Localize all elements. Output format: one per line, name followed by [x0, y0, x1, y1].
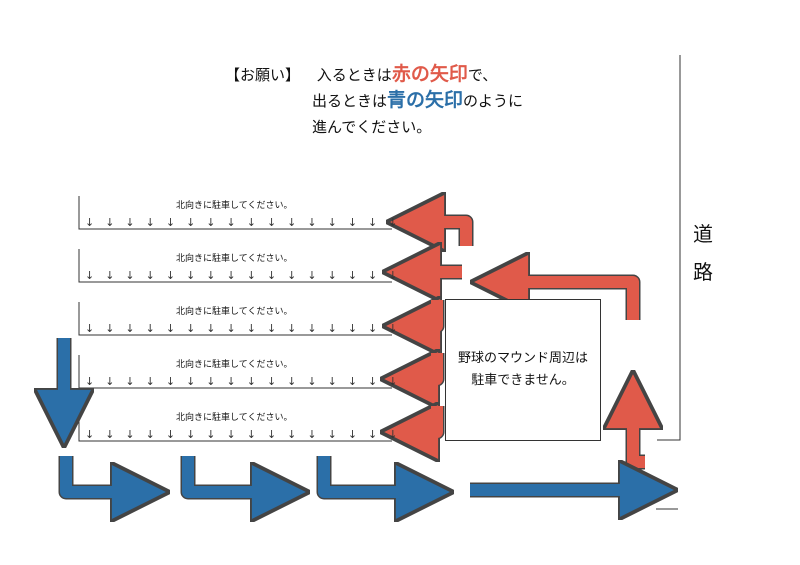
enter-arrow-row-4 — [410, 353, 445, 379]
mound-label-line-2: 駐車できません。 — [471, 373, 575, 388]
parking-row-4-caption: 北向きに駐車してください。 — [176, 360, 293, 370]
parking-row-1-arrows: ↓ ↓ ↓ ↓ ↓ ↓ ↓ ↓ ↓ ↓ ↓ ↓ ↓ ↓ ↓ ↓ — [85, 216, 398, 229]
parking-row-frame-2 — [78, 249, 392, 283]
instruction-line-1: 【お願い】 入るときは赤の矢印で、 — [225, 64, 497, 85]
instruction-prefix: 【お願い】 — [225, 66, 301, 84]
enter-arrow-turn-left-top — [500, 282, 641, 320]
parking-row-frame-1 — [78, 196, 392, 230]
road-edge-line — [657, 55, 681, 441]
road-label-char-1: 道 — [693, 222, 713, 246]
parking-row-5-arrows: ↓ ↓ ↓ ↓ ↓ ↓ ↓ ↓ ↓ ↓ ↓ ↓ ↓ ↓ ↓ ↓ — [85, 428, 398, 441]
exit-arrow-segment-3 — [316, 456, 424, 492]
instruction-enter-pre: 入るときは — [316, 66, 392, 84]
mound-no-parking-box: 野球のマウンド周辺は 駐車できません。 — [445, 299, 601, 441]
instruction-blue-arrow-text: 青の矢印 — [387, 89, 464, 111]
instruction-line-3: 進んでください。 — [312, 118, 432, 136]
instruction-exit-pre: 出るときは — [312, 92, 388, 110]
instruction-line-2: 出るときは青の矢印のように — [312, 90, 523, 111]
enter-arrow-row-3 — [412, 300, 445, 326]
exit-arrow-segment-2 — [180, 456, 280, 492]
parking-row-1-caption: 北向きに駐車してください。 — [176, 201, 293, 211]
parking-row-3-arrows: ↓ ↓ ↓ ↓ ↓ ↓ ↓ ↓ ↓ ↓ ↓ ↓ ↓ ↓ ↓ ↓ — [85, 322, 398, 335]
parking-row-2-arrows: ↓ ↓ ↓ ↓ ↓ ↓ ↓ ↓ ↓ ↓ ↓ ↓ ↓ ↓ ↓ ↓ — [85, 269, 398, 282]
exit-arrow-segment-1 — [58, 456, 140, 492]
enter-arrow-up-from-road — [633, 400, 645, 470]
enter-arrow-row-5 — [410, 406, 445, 432]
mound-label-line-1: 野球のマウンド周辺は — [457, 351, 588, 366]
parking-row-frames — [78, 196, 392, 442]
parking-row-2-caption: 北向きに駐車してください。 — [176, 254, 293, 264]
instruction-red-arrow-text: 赤の矢印 — [391, 63, 468, 85]
exit-arrows — [64, 338, 648, 492]
parking-row-5-caption: 北向きに駐車してください。 — [176, 413, 293, 423]
enter-arrow-row-1 — [416, 222, 474, 246]
road-label-char-2: 路 — [693, 260, 713, 284]
instruction-enter-post: で、 — [467, 66, 498, 84]
parking-row-frame-3 — [78, 302, 392, 336]
parking-row-4-arrows: ↓ ↓ ↓ ↓ ↓ ↓ ↓ ↓ ↓ ↓ ↓ ↓ ↓ ↓ ↓ ↓ — [85, 375, 398, 388]
instruction-exit-post: のように — [463, 92, 524, 110]
parking-row-3-caption: 北向きに駐車してください。 — [176, 307, 293, 317]
